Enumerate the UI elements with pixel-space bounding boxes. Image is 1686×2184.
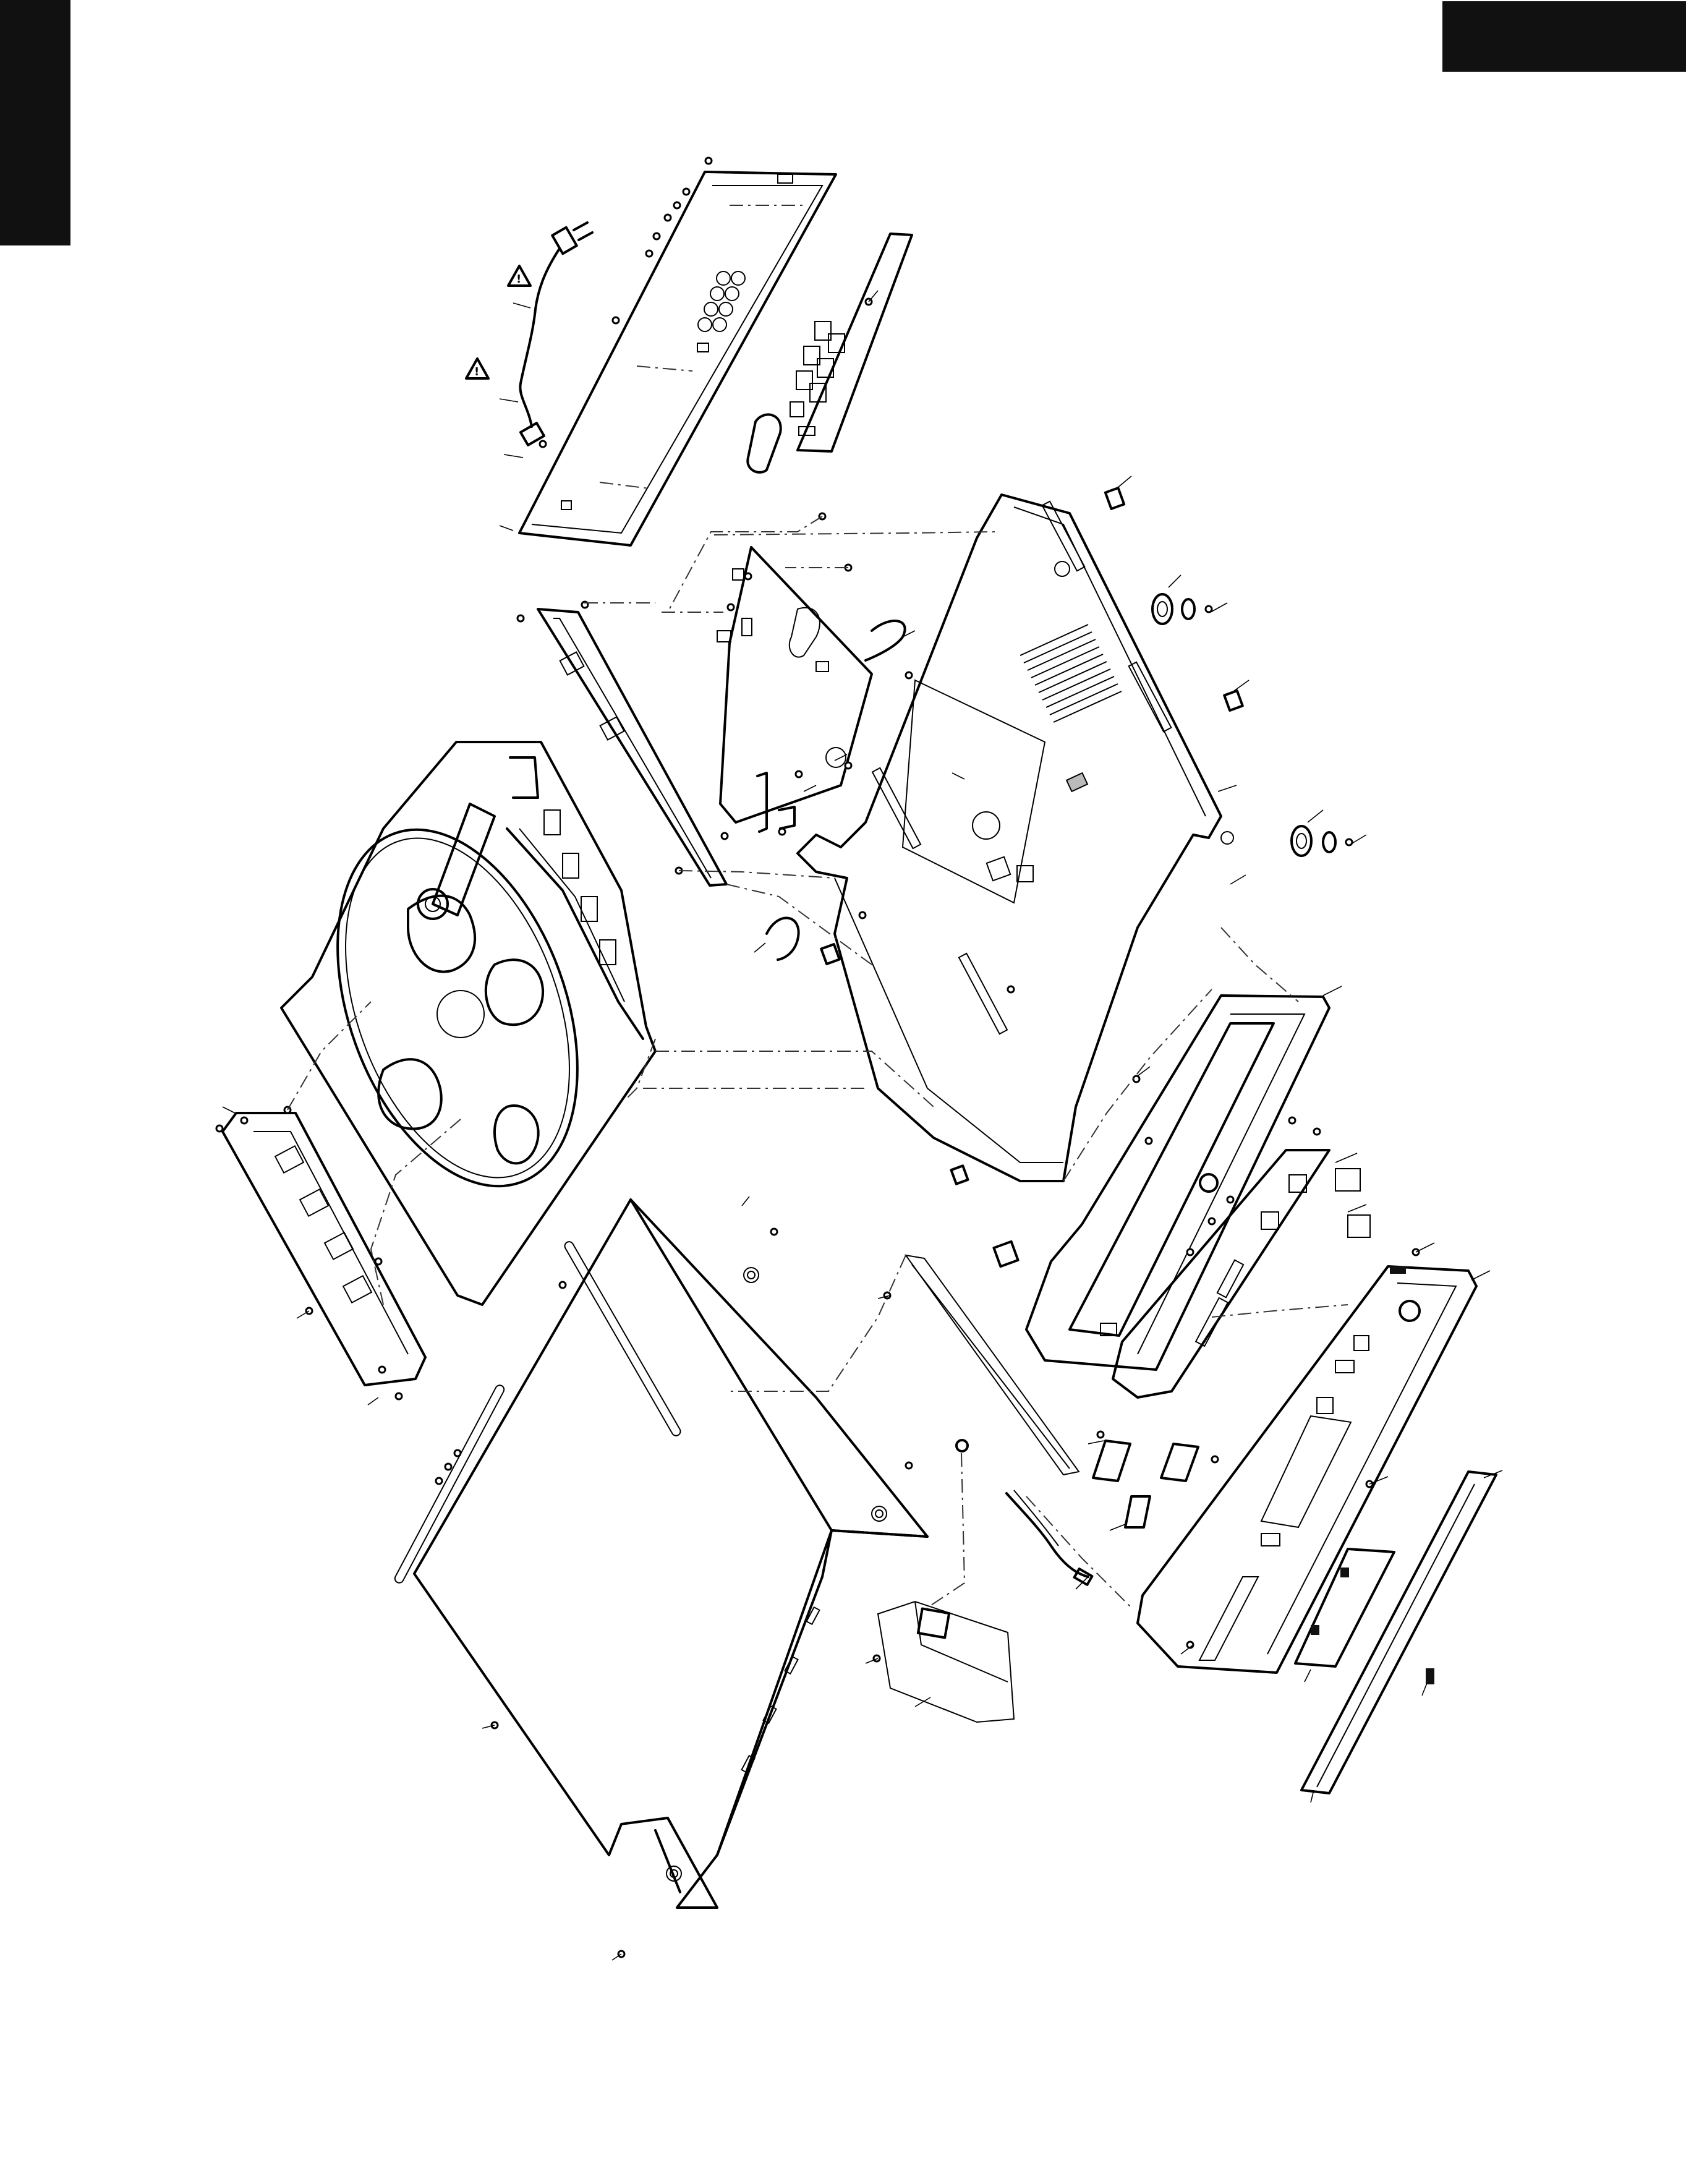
transformer — [872, 1600, 1015, 1723]
chassis-feet — [820, 487, 1244, 1268]
front-panel — [1136, 1265, 1478, 1674]
header-black-block — [1442, 1, 1686, 72]
callout-leaders — [222, 476, 1503, 1961]
svg-text:!: ! — [474, 365, 479, 378]
chassis — [796, 493, 1234, 1182]
vent-grille — [1020, 624, 1122, 723]
caution-triangle-icon: ! — [465, 357, 490, 380]
side-black-tab — [0, 0, 70, 245]
door-trim — [1300, 1470, 1497, 1794]
support-bracket-small — [756, 772, 796, 836]
jack-board — [746, 232, 913, 474]
front-frame-left — [215, 1106, 427, 1401]
power-cord — [519, 221, 594, 446]
front-board — [1112, 1116, 1420, 1399]
front-frame — [1025, 994, 1330, 1371]
leader-lines-top — [499, 302, 531, 531]
disc-changer-mechanism — [280, 741, 657, 1306]
support-bracket — [883, 1254, 1080, 1476]
rear-panel — [518, 171, 837, 547]
flat-cable — [1005, 1490, 1094, 1586]
caution-triangle-icon: ! — [507, 265, 532, 287]
bracket — [516, 600, 729, 887]
assembly-guide-lines — [287, 531, 1348, 1608]
svg-text:!: ! — [516, 273, 521, 286]
wire-clip — [765, 916, 800, 961]
tray-door — [1294, 1548, 1395, 1668]
rear-panel-screws — [539, 156, 713, 448]
sub-boards — [1092, 1430, 1219, 1529]
main-board — [667, 512, 913, 824]
foot-assemblies — [1151, 593, 1353, 857]
top-cover — [394, 1198, 929, 1958]
